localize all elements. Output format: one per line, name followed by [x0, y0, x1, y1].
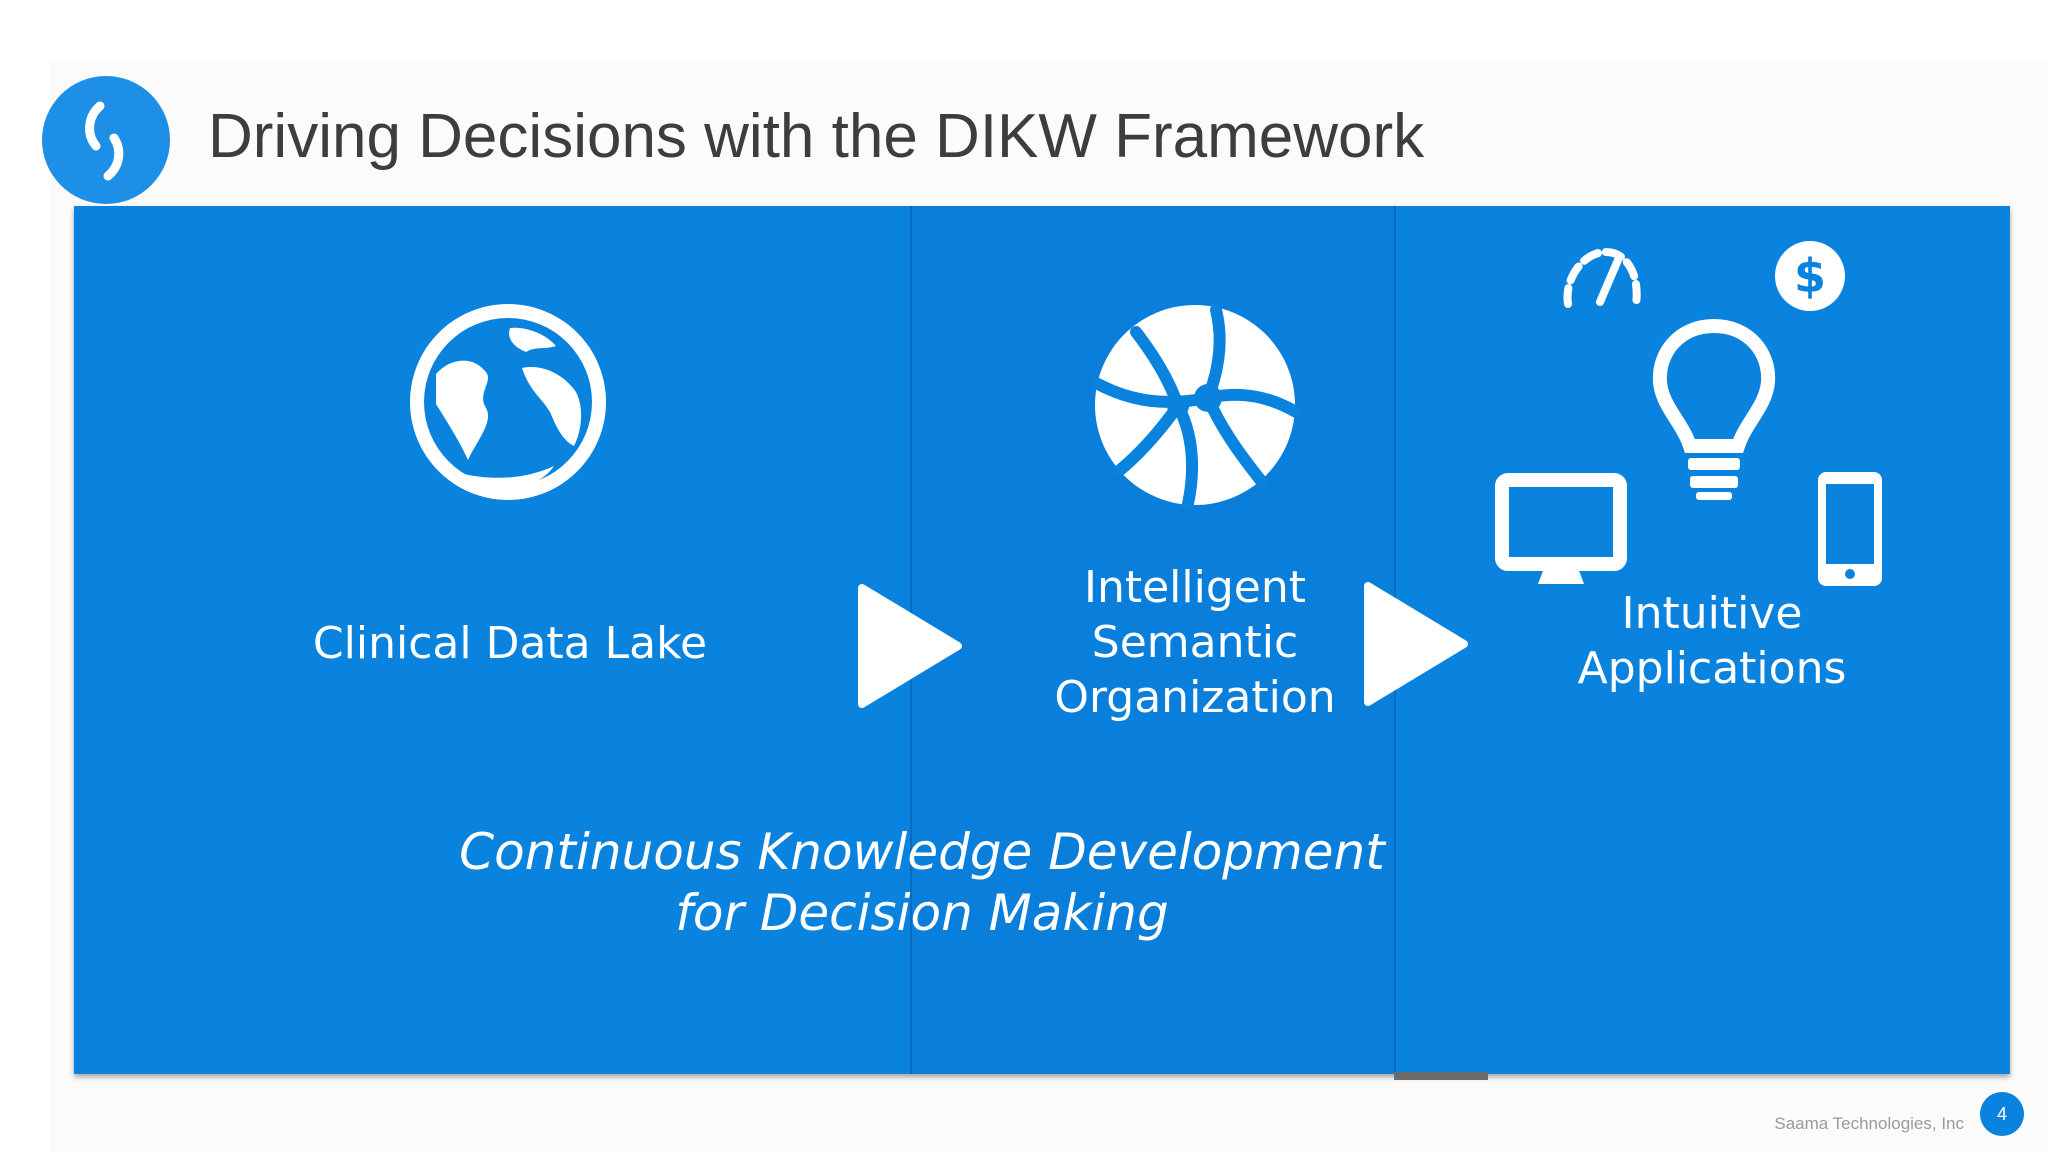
play-arrow-icon [1364, 582, 1468, 706]
lightbulb-icon [1652, 318, 1776, 500]
dollar-icon: $ [1775, 241, 1845, 311]
monitor-icon [1495, 473, 1627, 584]
semantic-label-line-3: Organization [1054, 672, 1336, 723]
intuitive-applications-label: Intuitive Applications [1540, 586, 1884, 696]
apps-label-line-1: Intuitive [1621, 588, 1803, 639]
dikw-panel: Clinical Data Lake Intelligent Semantic … [74, 206, 2010, 1074]
svg-text:$: $ [1794, 249, 1826, 303]
page-number-badge: 4 [1980, 1092, 2024, 1136]
saama-logo-icon [42, 76, 170, 204]
smartphone-icon [1818, 472, 1882, 586]
speedometer-icon [1563, 247, 1641, 308]
globe-icon [410, 304, 606, 500]
tagline-line-2: for Decision Making [675, 884, 1169, 942]
semantic-organization-label: Intelligent Semantic Organization [1020, 560, 1370, 725]
tagline: Continuous Knowledge Development for Dec… [74, 822, 1890, 944]
underlay-bar [1394, 1072, 1488, 1080]
page-title: Driving Decisions with the DIKW Framewor… [208, 102, 1425, 171]
semantic-label-line-1: Intelligent [1084, 562, 1306, 613]
network-globe-icon [1092, 304, 1298, 508]
tagline-line-1: Continuous Knowledge Development [459, 823, 1385, 881]
play-arrow-icon [858, 584, 962, 708]
apps-label-line-2: Applications [1577, 643, 1847, 694]
footer-company: Saama Technologies, Inc [1774, 1114, 1964, 1133]
semantic-label-line-2: Semantic [1091, 617, 1299, 668]
clinical-data-lake-label: Clinical Data Lake [312, 618, 708, 669]
